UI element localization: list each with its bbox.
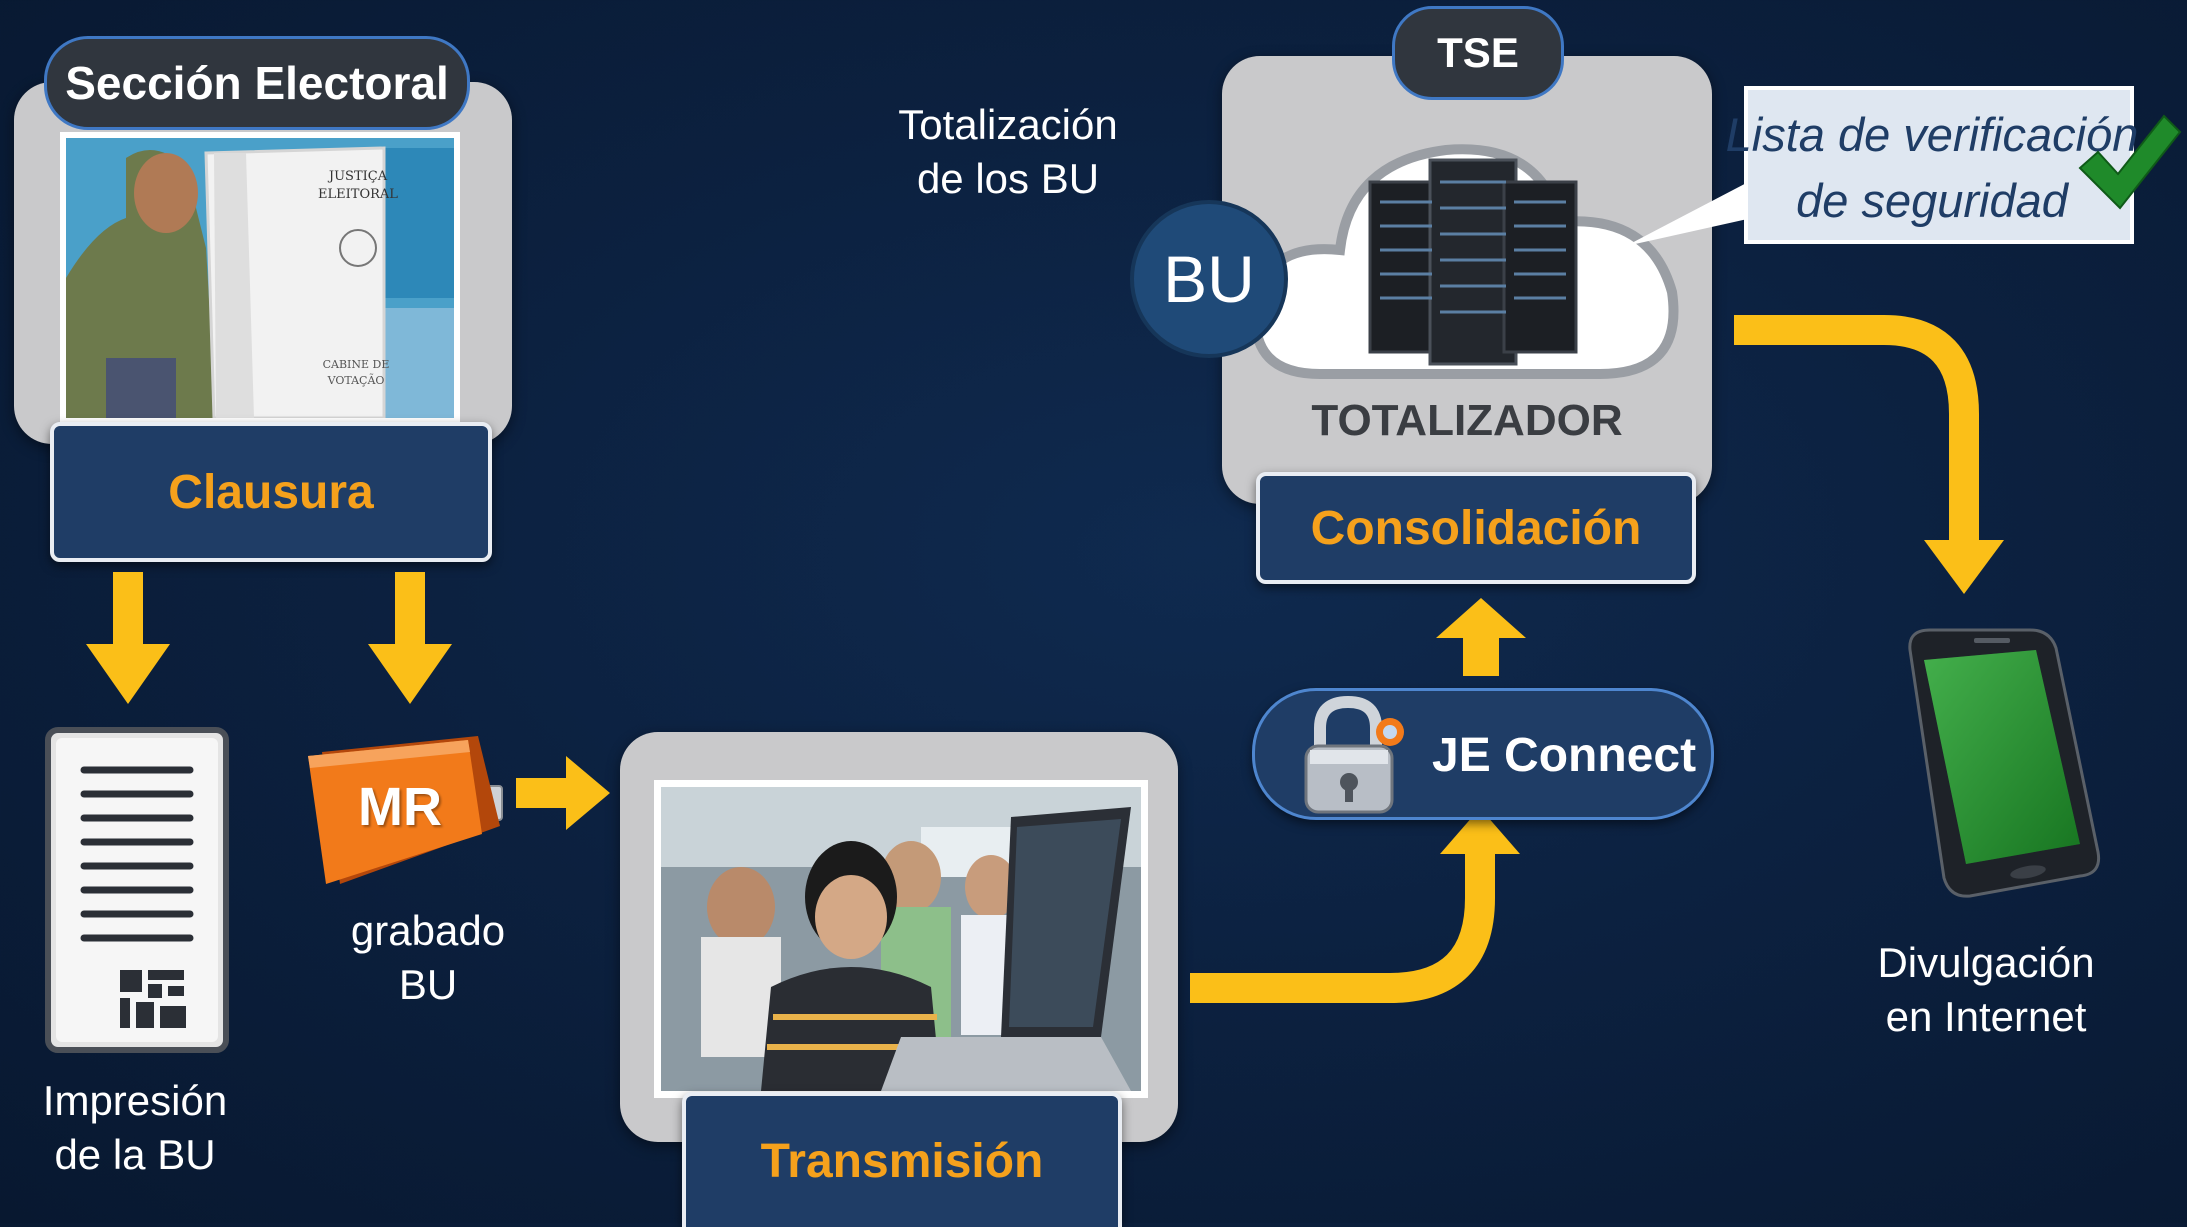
- tse-tab-label: TSE: [1437, 29, 1519, 76]
- impresion-caption: Impresión de la BU: [0, 1074, 270, 1182]
- impresion-line1: Impresión: [42, 1077, 228, 1124]
- smartphone-icon: [1890, 626, 2102, 907]
- mr-chip-label: MR: [358, 777, 442, 837]
- divulgacion-line2: en Internet: [1885, 992, 2087, 1040]
- mr-line1: grabado: [350, 907, 506, 954]
- tse-tab: TSE: [1392, 6, 1564, 100]
- je-connect-label: JE Connect: [1432, 729, 1697, 782]
- arrow-curve-to-divulgacion: [1734, 314, 2034, 600]
- arrow-right-to-transmision: [516, 756, 610, 830]
- svg-text:VOTAÇÃO: VOTAÇÃO: [327, 373, 385, 387]
- arrow-down-to-impresion: [86, 572, 170, 704]
- voting-booth-photo: JUSTIÇA ELEITORAL CABINE DE VOTAÇÃO: [60, 132, 460, 424]
- consolidacion-label: Consolidación: [1310, 501, 1642, 555]
- transmision-label: Transmisión: [760, 1135, 1044, 1188]
- checkmark-icon: [2076, 110, 2182, 219]
- server-rack-icon: [1368, 158, 1578, 366]
- clausura-label: Clausura: [168, 465, 374, 519]
- checklist-line1: Lista de verificación: [1725, 108, 2139, 161]
- checklist-line2: de seguridad: [1796, 173, 2068, 227]
- clausura-box: Clausura: [50, 422, 492, 562]
- seccion-electoral-title-text: Sección Electoral: [65, 57, 449, 109]
- arrow-curve-to-je-connect: [1190, 804, 1530, 1004]
- seccion-electoral-title: Sección Electoral: [44, 36, 470, 130]
- transmission-photo: [654, 780, 1148, 1098]
- divulgacion-line1: Divulgación: [1877, 939, 2095, 986]
- divulgacion-caption: Divulgación en Internet: [1836, 936, 2136, 1044]
- totalizador-label: TOTALIZADOR: [1311, 396, 1623, 445]
- mr-chip-icon: MR: [300, 734, 510, 894]
- mr-line2: BU: [398, 960, 458, 1008]
- booth-emblem-text: JUSTIÇA: [327, 169, 388, 184]
- totalizacion-caption: Totalización de los BU: [870, 98, 1146, 206]
- transmision-box: Transmisión: [682, 1092, 1122, 1227]
- padlock-icon: [1290, 690, 1420, 825]
- bu-badge: BU: [1130, 200, 1288, 358]
- mr-caption: grabado BU: [318, 904, 538, 1012]
- arrow-up-to-consolidacion: [1436, 598, 1526, 676]
- svg-text:CABINE DE: CABINE DE: [323, 358, 390, 371]
- svg-text:ELEITORAL: ELEITORAL: [318, 187, 398, 202]
- impresion-line2: de la BU: [54, 1130, 216, 1178]
- voting-booth-illustration: JUSTIÇA ELEITORAL CABINE DE VOTAÇÃO: [66, 138, 454, 418]
- cloud-servers-icon: [1240, 102, 1692, 397]
- callout-pointer: [1626, 170, 1756, 255]
- arrow-down-to-mr: [368, 572, 452, 704]
- totalizacion-line2: de los BU: [916, 154, 1100, 202]
- bu-badge-label: BU: [1163, 242, 1255, 316]
- totalizacion-line1: Totalización: [898, 101, 1118, 148]
- checklist-callout: [1744, 86, 2134, 244]
- printed-bulletin-icon: [44, 726, 230, 1059]
- checklist-text: Lista de verificación de seguridad: [1712, 102, 2152, 234]
- laptop-users-illustration: [661, 787, 1141, 1091]
- consolidacion-box: Consolidación: [1256, 472, 1696, 584]
